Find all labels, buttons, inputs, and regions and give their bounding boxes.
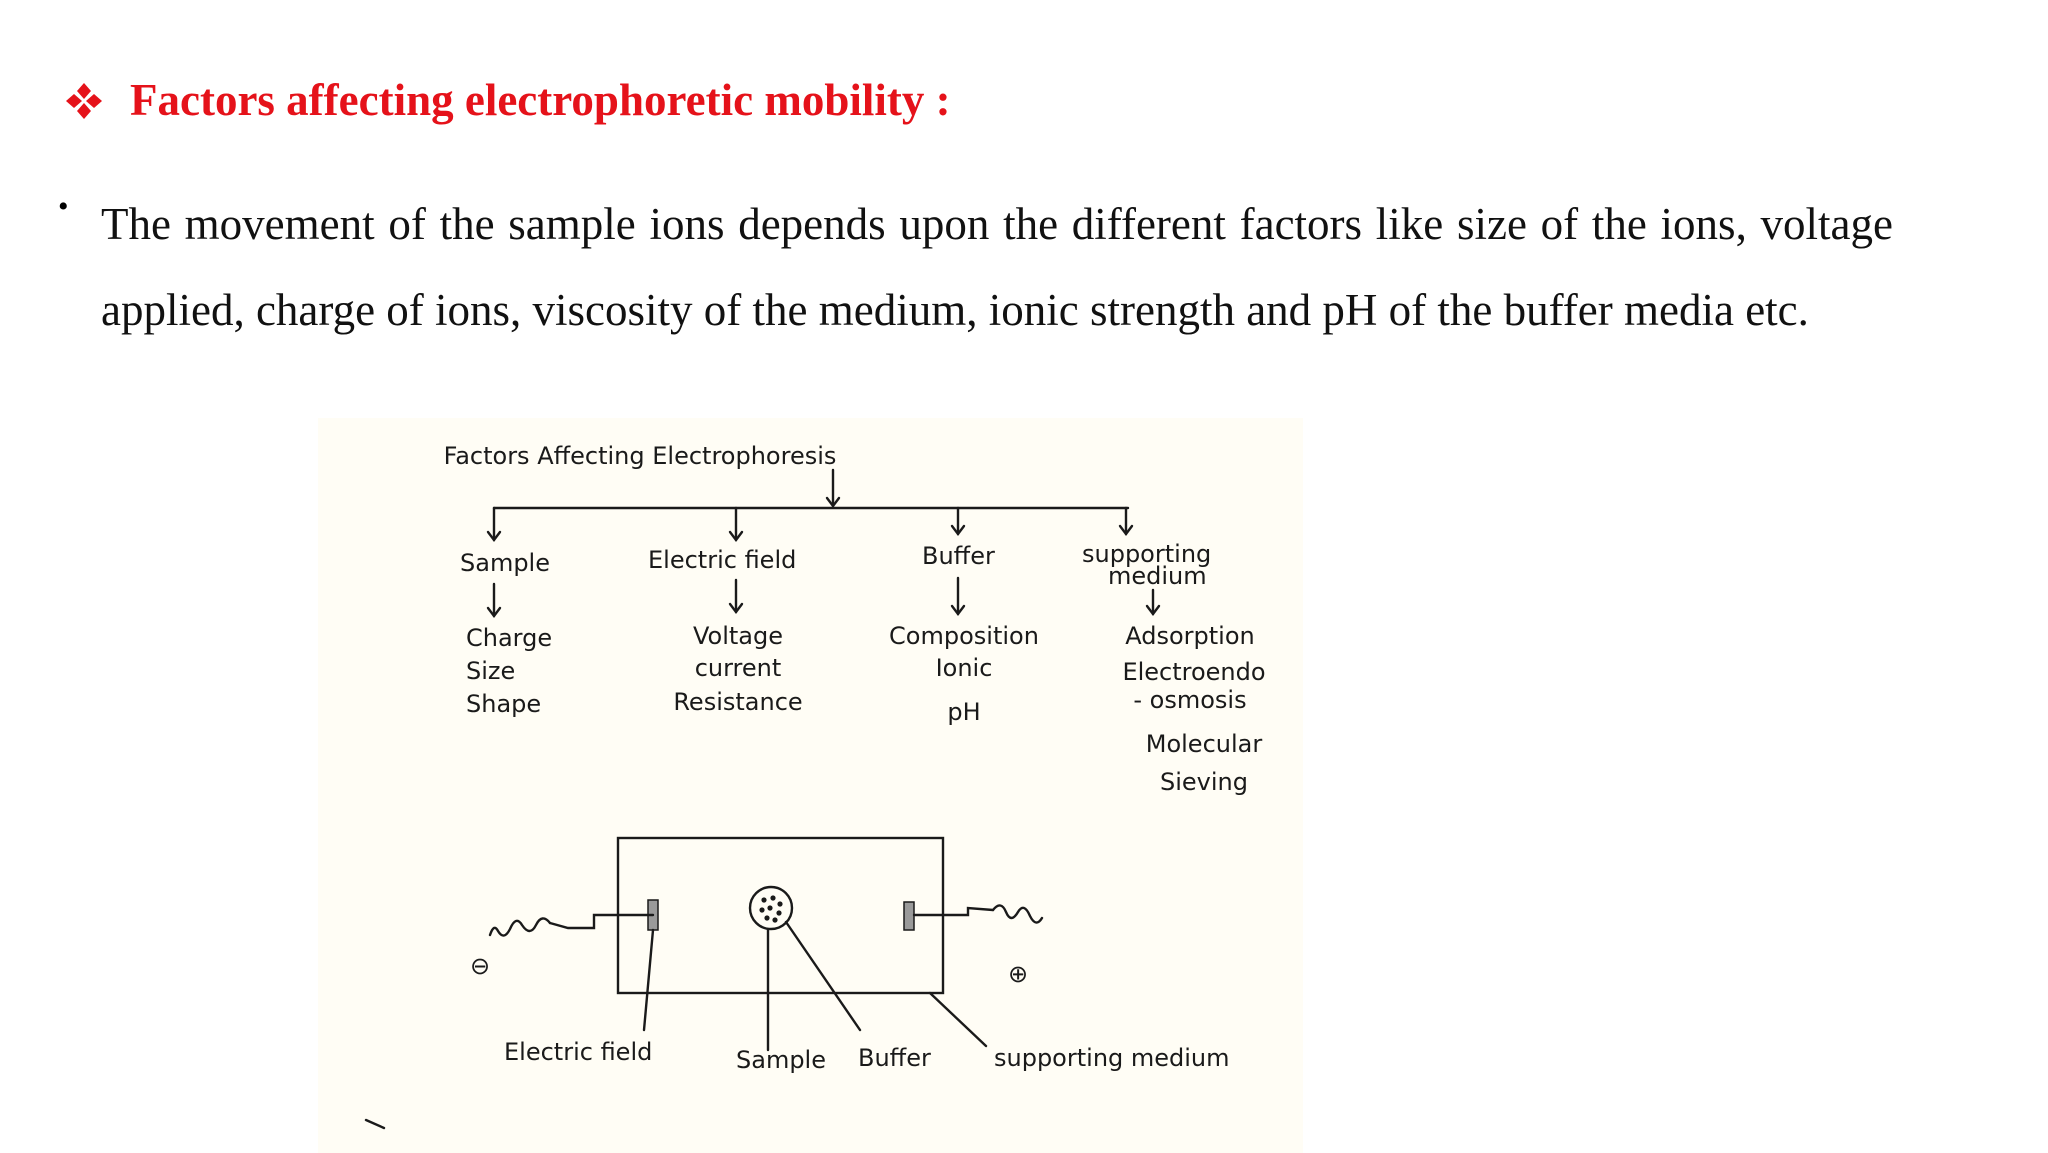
sample-item-2: Size (466, 657, 515, 685)
sample-well (748, 885, 794, 931)
leader-electric-field (642, 928, 655, 1032)
branch-label-supporting: supporting (1082, 540, 1211, 568)
item-arrow-head-1 (486, 606, 502, 618)
electric-field-item-2: current (695, 654, 782, 682)
diagram-title: Factors Affecting Electrophoresis (444, 442, 837, 470)
branch-arrow-1 (486, 530, 502, 542)
branch-label-sample: Sample (460, 549, 550, 577)
heading-text: Factors affecting electrophoretic mobili… (130, 75, 951, 125)
electric-field-item-3: Resistance (673, 688, 802, 716)
scan-mark (364, 1118, 386, 1130)
branch-label-buffer: Buffer (922, 542, 995, 570)
label-supporting-medium: supporting medium (994, 1044, 1230, 1072)
label-electric-field: Electric field (504, 1038, 652, 1066)
label-buffer: Buffer (858, 1044, 931, 1072)
sample-item-1: Charge (466, 624, 552, 652)
positive-terminal: ⊕ (1008, 960, 1028, 988)
medium-item-4: Molecular (1146, 730, 1263, 758)
electric-field-item-1: Voltage (693, 622, 783, 650)
anode-wire (912, 906, 995, 917)
sample-particles (759, 895, 783, 923)
medium-item-2: Electroendo (1122, 658, 1265, 686)
hand-drawn-diagram: Factors Affecting Electrophoresis Sample… (318, 418, 1303, 1153)
trunk-arrow (825, 496, 841, 508)
item-arrow-head-3 (950, 604, 966, 616)
bullet-dot: • (58, 190, 69, 223)
negative-terminal: ⊖ (470, 952, 490, 980)
branch-arrow-2 (728, 530, 744, 542)
body-paragraph: The movement of the sample ions depends … (101, 199, 1893, 335)
medium-item-1: Adsorption (1125, 622, 1255, 650)
medium-item-3: - osmosis (1133, 686, 1246, 714)
label-sample: Sample (736, 1046, 826, 1074)
cathode-wire (548, 913, 655, 930)
buffer-item-2: Ionic (936, 654, 993, 682)
diagram-svg: Factors Affecting Electrophoresis Sample… (364, 442, 1266, 1130)
item-arrow-head-2 (728, 602, 744, 614)
anode-electrode (903, 901, 915, 931)
apparatus-tank (616, 836, 945, 995)
item-arrow-head-4 (1145, 604, 1161, 616)
leader-supporting-medium (928, 991, 988, 1048)
anode-coil (991, 904, 1044, 924)
four-diamond-bullet-icon (66, 82, 102, 119)
branch-label-electric-field: Electric field (648, 546, 796, 574)
buffer-item-3: pH (947, 698, 980, 726)
branch-arrow-4 (1118, 524, 1134, 536)
slide-heading: Factors affecting electrophoretic mobili… (64, 78, 1964, 123)
leader-buffer (784, 920, 862, 1032)
branch-arrow-3 (950, 524, 966, 536)
sample-item-3: Shape (466, 690, 541, 718)
cathode-coil (488, 917, 552, 937)
medium-item-5: Sieving (1160, 768, 1248, 796)
branch-label-medium: medium (1108, 562, 1207, 590)
buffer-item-1: Composition (889, 622, 1039, 650)
